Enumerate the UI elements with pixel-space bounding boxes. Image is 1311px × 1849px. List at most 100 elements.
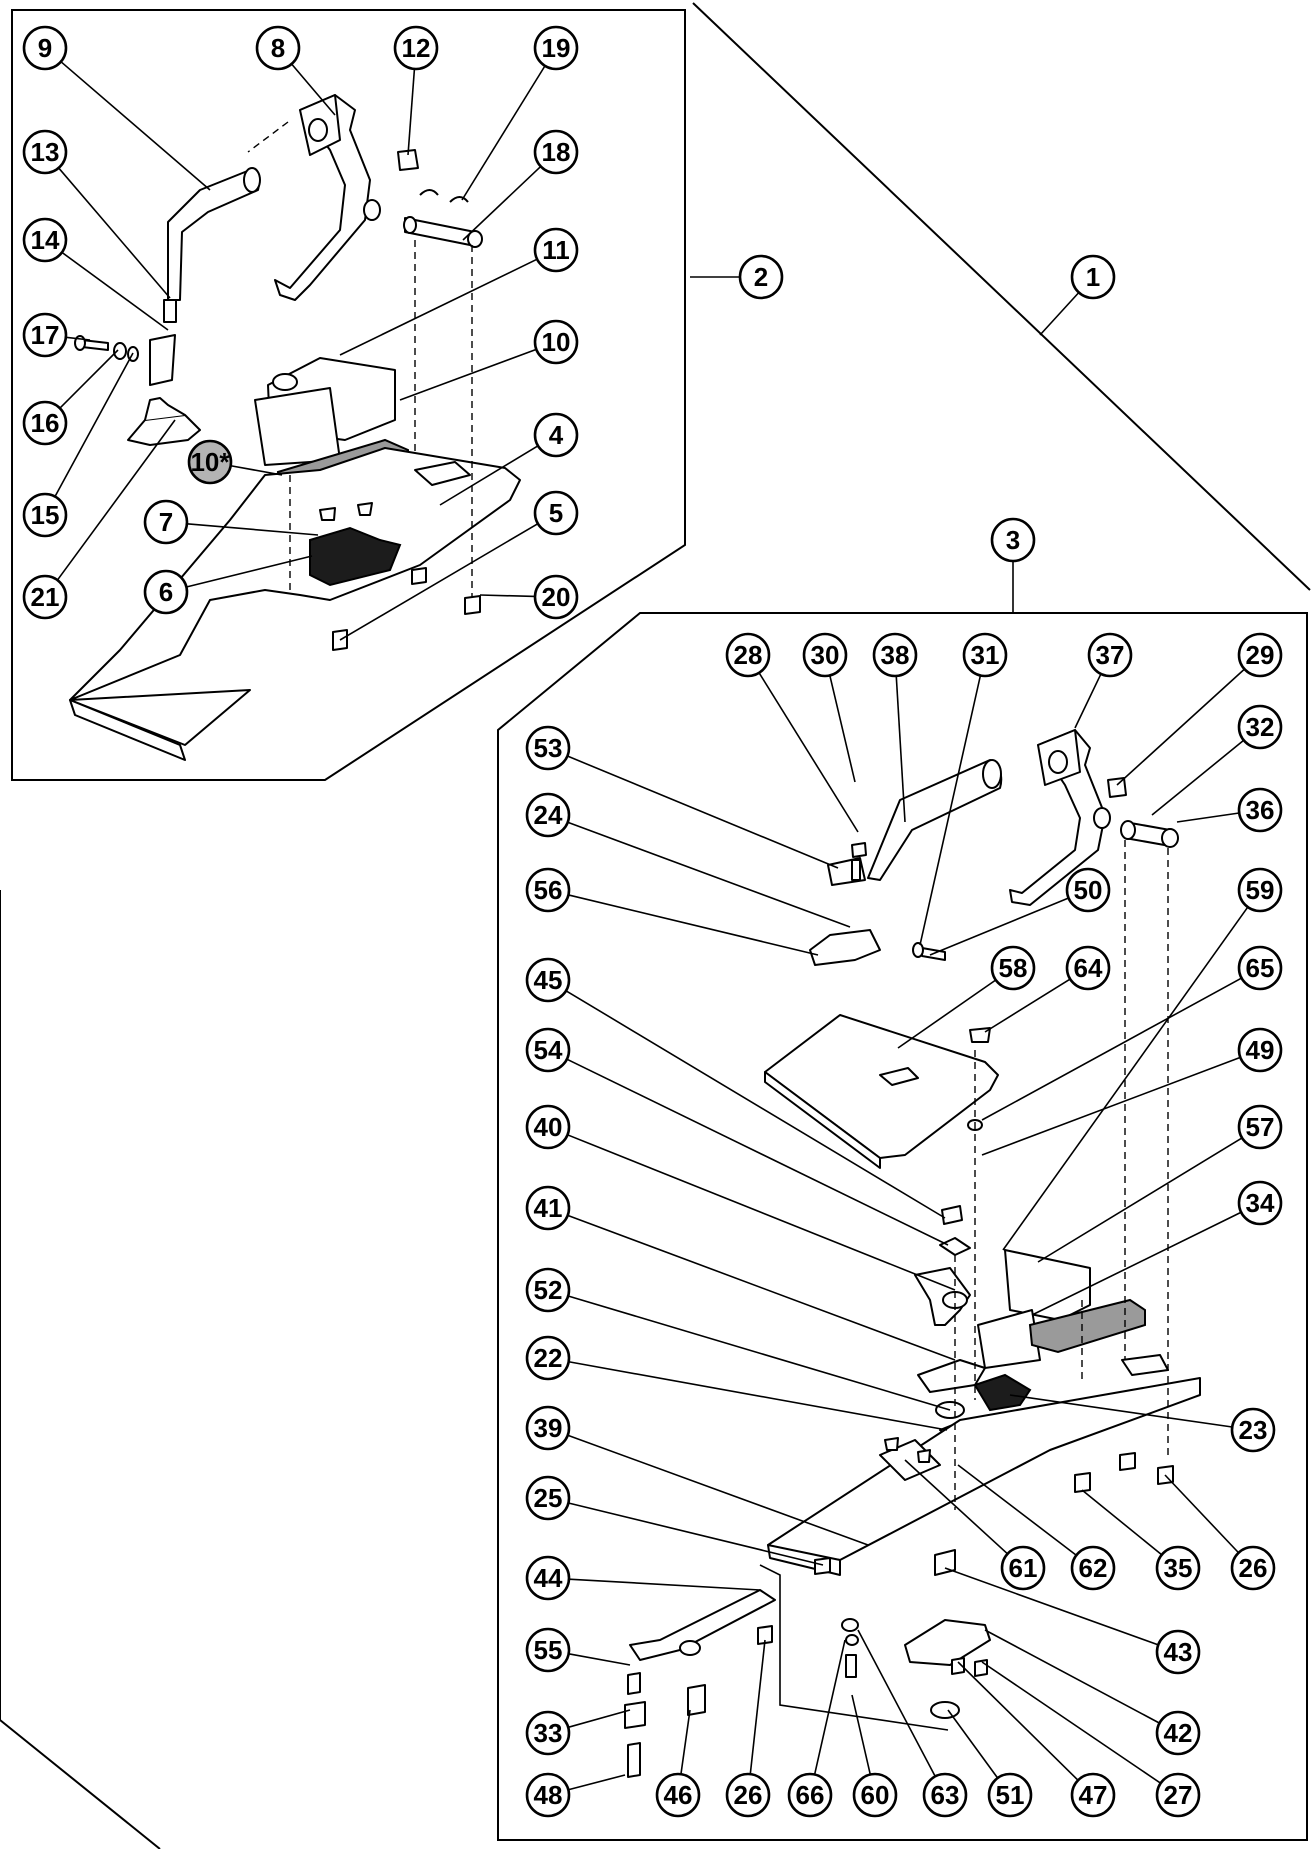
callout-c39: 39: [525, 1405, 571, 1451]
lever-handle-3: [867, 759, 1003, 881]
callout-c12: 12: [393, 25, 439, 71]
callout-number: 1: [1086, 262, 1100, 292]
callout-number: 5: [549, 498, 563, 528]
callout-number: 3: [1006, 525, 1020, 555]
callout-c26b: 26: [725, 1772, 771, 1818]
callout-circle: [1230, 1545, 1276, 1591]
callout-circle: [1230, 1407, 1276, 1453]
callout-circle: [1237, 1027, 1283, 1073]
callout-number: 30: [811, 640, 840, 670]
callout-circle: [1065, 945, 1111, 991]
callout-c15: 15: [22, 492, 68, 538]
callout-c65: 65: [1237, 945, 1283, 991]
callout-number: 27: [1164, 1780, 1193, 1810]
callout-circle: [533, 412, 579, 458]
callout-number: 15: [31, 500, 60, 530]
callout-circle: [22, 574, 68, 620]
leader-line-c63: [857, 1629, 936, 1777]
callout-number: 33: [534, 1718, 563, 1748]
leader-line-c37: [1074, 673, 1102, 729]
leader-line-c48: [568, 1774, 626, 1791]
callout-circle: [525, 1555, 571, 1601]
callout-number: 50: [1074, 875, 1103, 905]
callout-number: 60: [861, 1780, 890, 1810]
callout-c13: 13: [22, 129, 68, 175]
leader-line-c64: [984, 978, 1071, 1033]
callout-circle: [533, 319, 579, 365]
callout-circle: [1000, 1545, 1046, 1591]
callout-c42: 42: [1155, 1710, 1201, 1756]
callout-number: 7: [159, 507, 173, 537]
leader-line-c23: [1009, 1394, 1233, 1428]
callout-circle: [22, 492, 68, 538]
leader-line-c29: [1116, 668, 1245, 786]
leader-line-c9: [60, 61, 211, 191]
subassembly-3-parts: [624, 729, 1201, 1778]
callout-circle: [22, 129, 68, 175]
callout-circle: [852, 1772, 898, 1818]
callout-circle: [187, 439, 233, 485]
callout-circle: [533, 227, 579, 273]
callout-bubbles: 1234567891010*11121314151617181920212223…: [22, 25, 1283, 1818]
leader-line-c54: [566, 1058, 949, 1246]
callout-c54: 54: [525, 1027, 571, 1073]
callout-number: 25: [534, 1483, 563, 1513]
leader-line-c41: [567, 1214, 956, 1361]
callout-c35: 35: [1155, 1545, 1201, 1591]
leader-line-c11: [339, 258, 538, 356]
callout-c22: 22: [525, 1335, 571, 1381]
leader-line-c33: [568, 1709, 631, 1729]
callout-circle: [22, 400, 68, 446]
callout-c33: 33: [525, 1710, 571, 1756]
leader-line-c15: [54, 352, 134, 497]
callout-circle: [525, 725, 571, 771]
callout-number: 58: [999, 953, 1028, 983]
callout-c40: 40: [525, 1104, 571, 1150]
callout-c16: 16: [22, 400, 68, 446]
callout-number: 64: [1074, 953, 1103, 983]
leader-line-c39: [567, 1434, 869, 1546]
callout-c50: 50: [1065, 867, 1111, 913]
callout-number: 31: [971, 640, 1000, 670]
callout-number: 39: [534, 1413, 563, 1443]
callout-number: 55: [534, 1635, 563, 1665]
leader-line-c62: [957, 1464, 1077, 1556]
leader-line-c50: [929, 897, 1069, 956]
callout-c30: 30: [802, 632, 848, 678]
callout-number: 16: [31, 408, 60, 438]
callout-c7: 7: [143, 499, 189, 545]
callout-circle: [22, 25, 68, 71]
callout-c10s: 10*: [187, 439, 233, 485]
callout-circle: [1070, 1772, 1116, 1818]
callout-number: 40: [534, 1112, 563, 1142]
subassembly-2-parts: [69, 94, 521, 761]
callout-number: 45: [534, 965, 563, 995]
callout-circle: [525, 1710, 571, 1756]
callout-number: 42: [1164, 1718, 1193, 1748]
callout-c43: 43: [1155, 1629, 1201, 1675]
leader-line-c26a: [1164, 1474, 1240, 1554]
callout-c3: 3: [990, 517, 1036, 563]
callout-circle: [22, 217, 68, 263]
leader-line-c5: [339, 522, 539, 641]
callout-number: 10: [542, 327, 571, 357]
leader-line-c27: [981, 1661, 1162, 1784]
callout-circle: [525, 1475, 571, 1521]
callout-circle: [525, 1185, 571, 1231]
leader-line-c19: [461, 65, 546, 201]
callout-circle: [987, 1772, 1033, 1818]
callout-number: 41: [534, 1193, 563, 1223]
leader-line-c24: [567, 821, 851, 928]
callout-number: 13: [31, 137, 60, 167]
callout-c32: 32: [1237, 704, 1283, 750]
callout-c25: 25: [525, 1475, 571, 1521]
subassembly-2-frame: [11, 9, 686, 781]
callout-circle: [533, 25, 579, 71]
callout-number: 57: [1246, 1112, 1275, 1142]
callout-c47: 47: [1070, 1772, 1116, 1818]
leader-line-c65: [981, 977, 1242, 1121]
leader-line-c44: [568, 1578, 761, 1591]
callout-number: 8: [271, 33, 285, 63]
callout-circle: [738, 254, 784, 300]
leader-line-c28: [758, 672, 859, 833]
